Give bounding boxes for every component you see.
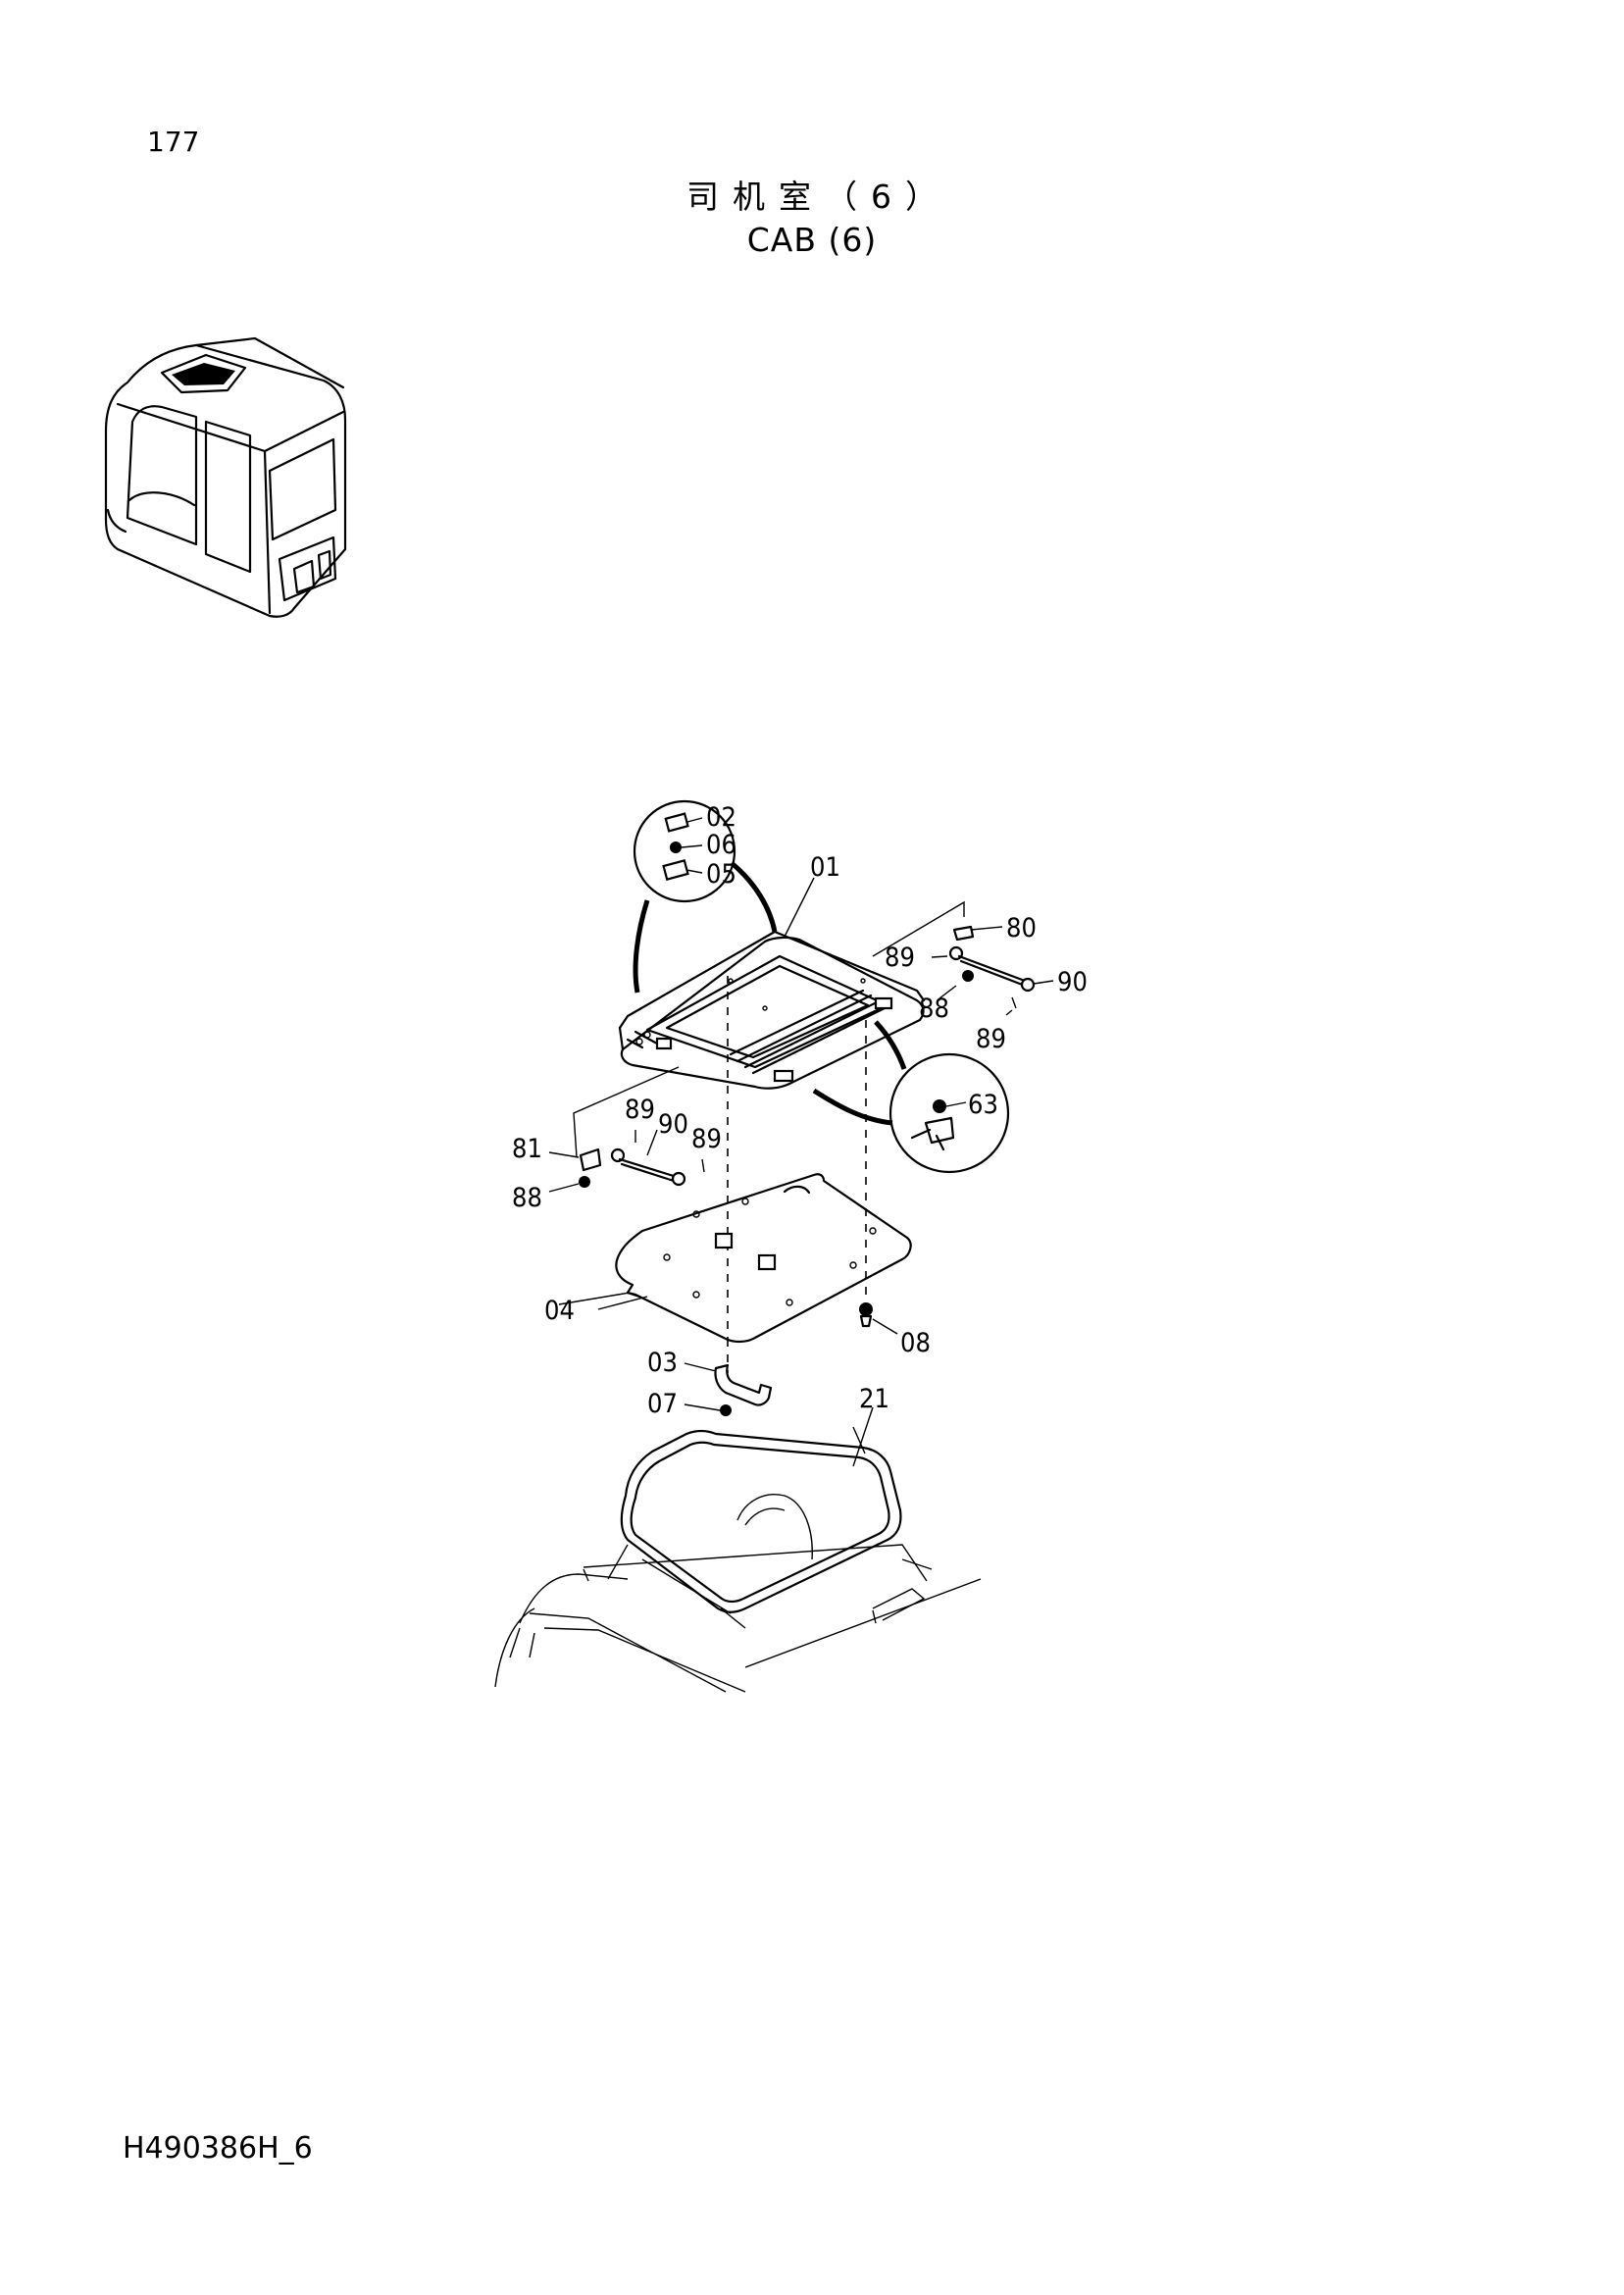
callout-80: 80 bbox=[1006, 913, 1037, 944]
alignment-lines bbox=[727, 976, 867, 1373]
bolt-08 bbox=[859, 1302, 898, 1335]
inner-roof-panel bbox=[558, 1173, 912, 1344]
detail-circle-bolt bbox=[812, 1020, 1010, 1174]
callout-81: 81 bbox=[512, 1134, 542, 1164]
callout-06: 06 bbox=[706, 830, 736, 860]
callout-88-right: 88 bbox=[919, 994, 949, 1024]
callout-63: 63 bbox=[968, 1090, 998, 1120]
roof-hatch-frame bbox=[618, 930, 926, 1090]
callout-90-left: 90 bbox=[658, 1109, 688, 1140]
detail-circle-latch bbox=[633, 799, 778, 994]
callout-02: 02 bbox=[706, 802, 736, 833]
callout-89-left-upper: 89 bbox=[625, 1095, 655, 1125]
callout-01: 01 bbox=[810, 852, 840, 883]
damper-assembly-left bbox=[548, 1066, 705, 1193]
page-title-chinese: 司机室（6） bbox=[686, 178, 951, 216]
page-number: 177 bbox=[147, 126, 200, 158]
callout-89-right-upper: 89 bbox=[885, 943, 915, 973]
damper-assembly-right bbox=[872, 900, 1054, 1016]
cab-overview-illustration bbox=[104, 336, 347, 618]
leader-lines bbox=[597, 877, 874, 1467]
document-code: H490386H_6 bbox=[123, 2131, 313, 2166]
handle-assembly bbox=[684, 1362, 773, 1416]
seal-and-cab-roof bbox=[494, 1426, 982, 1693]
callout-07: 07 bbox=[647, 1389, 678, 1419]
callout-03: 03 bbox=[647, 1348, 678, 1378]
callout-90-right: 90 bbox=[1057, 967, 1088, 997]
callout-88-left: 88 bbox=[512, 1183, 542, 1213]
page-title-english: CAB (6) bbox=[746, 221, 878, 259]
callout-89-left-lower: 89 bbox=[691, 1124, 722, 1154]
callout-21: 21 bbox=[859, 1384, 889, 1414]
callout-04: 04 bbox=[544, 1296, 575, 1326]
callout-89-right-lower: 89 bbox=[976, 1024, 1006, 1054]
callout-08: 08 bbox=[900, 1328, 931, 1358]
callout-05: 05 bbox=[706, 859, 736, 890]
